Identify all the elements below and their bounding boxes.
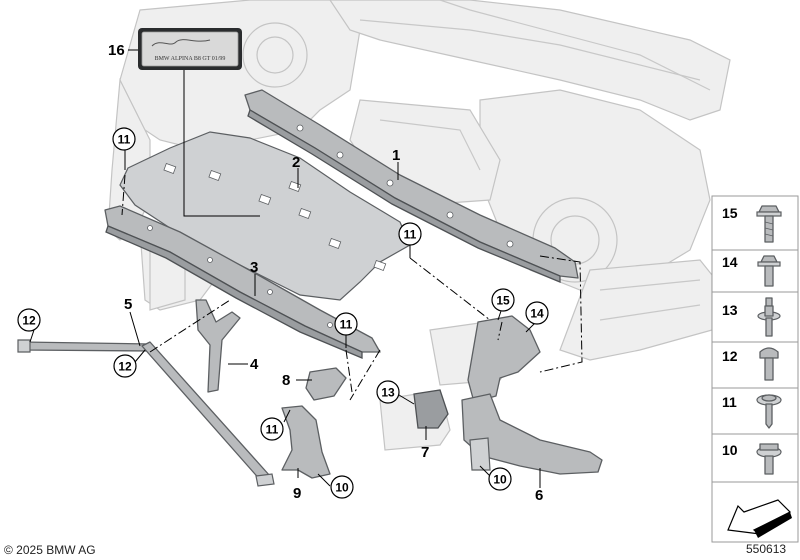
legend-row-15[interactable]: 15 [722,205,782,243]
assembly-lines [121,174,583,401]
part-cover-plate[interactable] [119,131,411,301]
leader-lines [29,49,541,488]
stud-bolt-icon [757,255,781,287]
callout-11-a[interactable]: 11 [112,127,136,151]
callout-12-b[interactable]: 12 [113,354,137,378]
callout-12-a[interactable]: 12 [17,308,41,332]
part-nameplate[interactable]: BMW ALPINA B8 GT 01/99 [138,28,242,70]
svg-text:13: 13 [722,302,738,318]
callout-10-a[interactable]: 10 [330,475,354,499]
callout-9[interactable]: 9 [293,485,301,502]
circled-callouts: 11 11 11 11 12 12 13 14 [17,127,549,499]
svg-text:10: 10 [335,481,349,495]
navigation-arrow-icon[interactable] [727,499,792,538]
callout-8[interactable]: 8 [282,372,290,389]
part-small-bracket[interactable] [305,367,347,401]
callout-3[interactable]: 3 [250,259,258,276]
callout-10-b[interactable]: 10 [488,467,512,491]
callout-11-b[interactable]: 11 [398,222,422,246]
callout-6[interactable]: 6 [535,487,543,504]
svg-text:11: 11 [118,133,131,147]
svg-text:13: 13 [381,386,395,400]
legend-row-14[interactable]: 14 [722,254,781,287]
part-front-carrier[interactable] [461,315,603,475]
svg-text:11: 11 [404,228,417,242]
part-upper-cross-member[interactable] [244,89,579,283]
svg-text:10: 10 [722,442,738,458]
fastener-legend: 15 14 13 [711,195,799,543]
callout-14[interactable]: 14 [525,301,549,325]
svg-text:10: 10 [493,473,507,487]
part-carrier-bracket[interactable] [281,405,331,479]
callout-2[interactable]: 2 [292,154,300,171]
callout-11-c[interactable]: 11 [334,312,358,336]
hex-flange-bolt-icon [756,443,782,475]
callout-16[interactable]: 16 [108,42,125,59]
svg-text:11: 11 [266,423,279,437]
svg-text:15: 15 [722,205,738,221]
callout-15[interactable]: 15 [491,288,515,312]
legend-row-10[interactable]: 10 [722,442,782,475]
callout-11-d[interactable]: 11 [260,417,284,441]
callout-7[interactable]: 7 [421,444,429,461]
callout-4[interactable]: 4 [250,356,259,373]
screw-washer-icon [757,297,781,337]
svg-text:12: 12 [722,348,738,364]
svg-text:11: 11 [340,318,353,332]
svg-text:14: 14 [722,254,738,270]
nameplate-text: BMW ALPINA B8 GT 01/99 [155,56,226,62]
legend-row-11[interactable]: 11 [722,394,782,429]
flange-bolt-icon [756,205,782,243]
part-strut-rods[interactable] [17,339,275,487]
part-lower-cross-member[interactable] [104,205,381,359]
part-bracket-7[interactable] [413,389,449,429]
legend-row-12[interactable]: 12 [722,347,779,381]
legend-row-13[interactable]: 13 [722,297,781,337]
callouts: 16 1 2 3 4 5 6 7 8 9 [108,42,543,504]
part-y-bracket[interactable] [195,299,241,393]
callout-1[interactable]: 1 [392,147,400,164]
torx-screw-icon [756,394,782,429]
clip-nut-icon [759,347,779,381]
svg-text:15: 15 [496,294,510,308]
svg-text:12: 12 [118,360,132,374]
svg-text:14: 14 [530,307,544,321]
copyright-text: © 2025 BMW AG [4,543,96,557]
svg-text:11: 11 [722,394,737,410]
diagram-id: 550613 [746,542,786,556]
callout-5[interactable]: 5 [124,296,132,313]
callout-13[interactable]: 13 [376,380,400,404]
svg-text:12: 12 [22,314,36,328]
